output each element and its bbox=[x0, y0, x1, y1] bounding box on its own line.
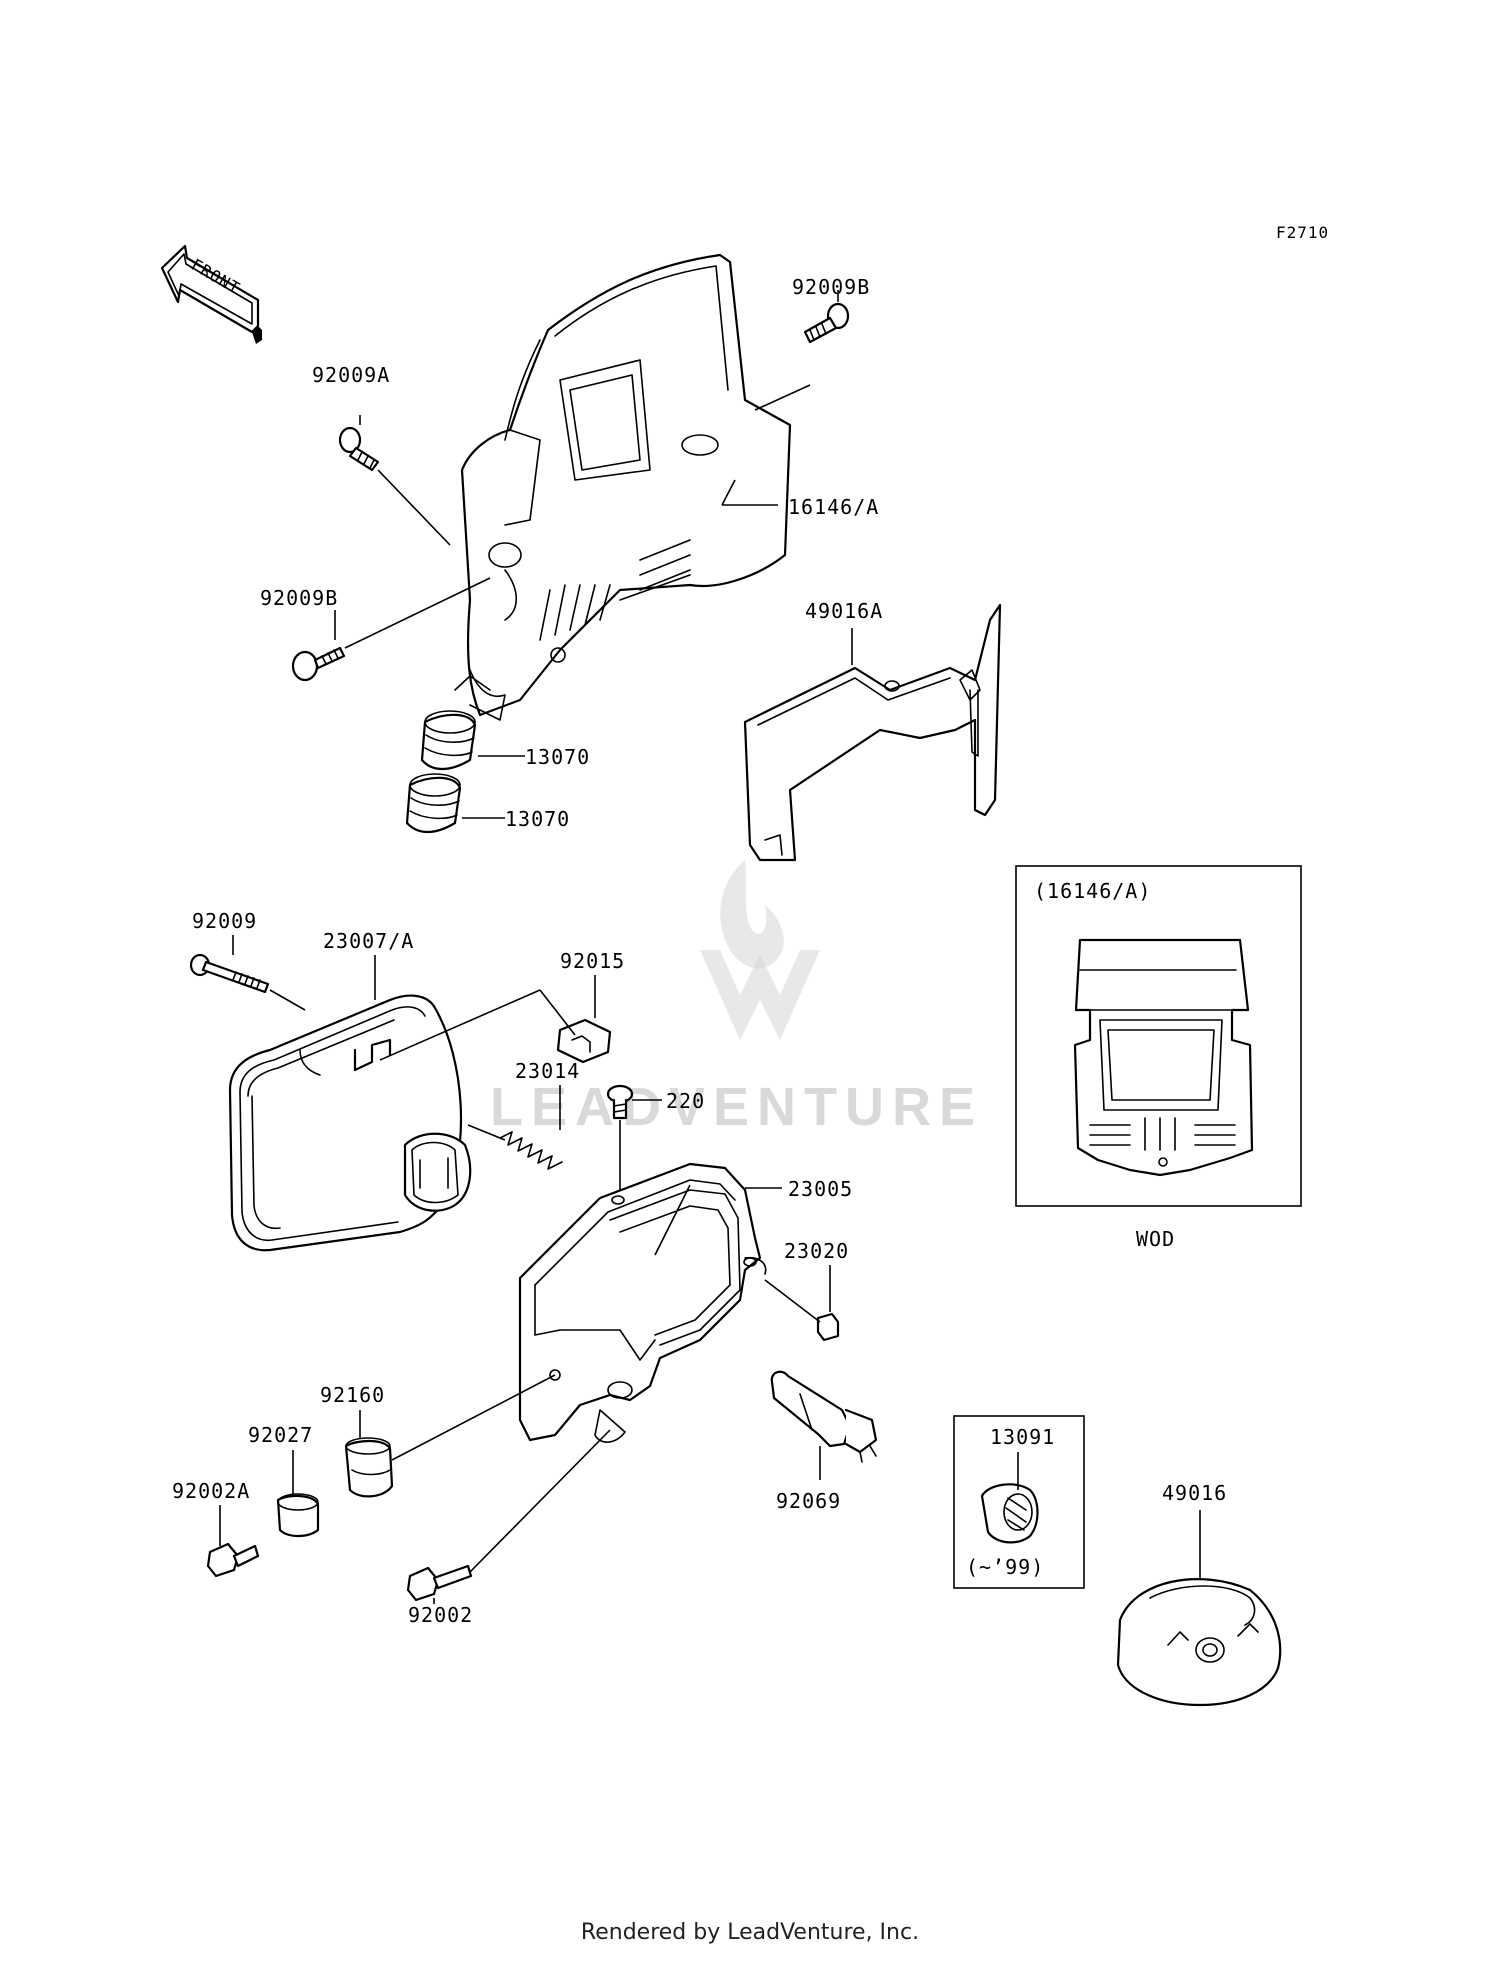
label-92015: 92015 bbox=[560, 949, 625, 973]
label-13070-a: 13070 bbox=[525, 745, 590, 769]
inset-variant-title: (16146/A) bbox=[1034, 879, 1151, 903]
grommet-13070-a bbox=[420, 710, 477, 771]
label-13091: 13091 bbox=[990, 1425, 1055, 1449]
leader-lines bbox=[219, 290, 1201, 1604]
bulb-92069 bbox=[770, 1370, 878, 1463]
bracket-49016a bbox=[743, 603, 1002, 862]
watermark-text: LEADVENTURE bbox=[490, 1077, 983, 1137]
grommet-92160 bbox=[344, 1437, 394, 1498]
label-49016a: 49016A bbox=[805, 599, 883, 623]
bolt-92002 bbox=[406, 1564, 473, 1602]
label-13070-b: 13070 bbox=[505, 807, 570, 831]
label-92009b-left: 92009B bbox=[260, 586, 338, 610]
inset-socket-frame bbox=[953, 1415, 1085, 1589]
headlight-cover bbox=[454, 253, 792, 721]
inset-variant: (16146/A) WOD bbox=[1015, 865, 1302, 1251]
footer-credit: Rendered by LeadVenture, Inc. bbox=[580, 1920, 920, 1945]
label-92160: 92160 bbox=[320, 1383, 385, 1407]
bolt-92002a bbox=[206, 1542, 260, 1578]
label-92069: 92069 bbox=[776, 1489, 841, 1513]
label-49016: 49016 bbox=[1162, 1481, 1227, 1505]
bolt-92009-long bbox=[189, 953, 270, 994]
label-92002a: 92002A bbox=[172, 1479, 250, 1503]
label-92009b-top: 92009B bbox=[792, 275, 870, 299]
label-92002: 92002 bbox=[408, 1603, 473, 1627]
label-220: 220 bbox=[666, 1089, 705, 1113]
screw-220 bbox=[606, 1084, 634, 1120]
bolt-92009b-top bbox=[803, 302, 850, 344]
clip-92015 bbox=[556, 1018, 612, 1064]
label-92027: 92027 bbox=[248, 1423, 313, 1447]
label-16146a: 16146/A bbox=[788, 495, 879, 519]
label-23020: 23020 bbox=[784, 1239, 849, 1263]
label-92009a: 92009A bbox=[312, 363, 390, 387]
bolt-92009b-left bbox=[291, 646, 346, 682]
bolt-92009a bbox=[338, 426, 380, 472]
grommet-13070-b bbox=[405, 773, 462, 834]
figure-code: F2710 bbox=[1276, 223, 1329, 242]
collar-92027 bbox=[276, 1493, 320, 1538]
socket-cover-49016 bbox=[1116, 1578, 1282, 1707]
watermark-logo: LEADVENTURE bbox=[490, 860, 983, 1137]
headlight-unit bbox=[228, 994, 472, 1252]
label-23014: 23014 bbox=[515, 1059, 580, 1083]
inset-variant-frame bbox=[1015, 865, 1302, 1207]
label-23007a: 23007/A bbox=[323, 929, 414, 953]
frame-23005 bbox=[518, 1162, 767, 1443]
part-labels: 92009B 92009A 16146/A 92009B 49016A 1307… bbox=[172, 275, 1227, 1627]
label-23005: 23005 bbox=[788, 1177, 853, 1201]
inset-socket: (~’99) bbox=[953, 1415, 1085, 1589]
nut-23020 bbox=[816, 1312, 840, 1342]
inset-socket-note: (~’99) bbox=[966, 1555, 1044, 1579]
label-92009: 92009 bbox=[192, 909, 257, 933]
spring-23014 bbox=[499, 1131, 563, 1170]
front-arrow-icon: FRONT bbox=[160, 244, 262, 344]
inset-variant-caption: WOD bbox=[1136, 1227, 1175, 1251]
